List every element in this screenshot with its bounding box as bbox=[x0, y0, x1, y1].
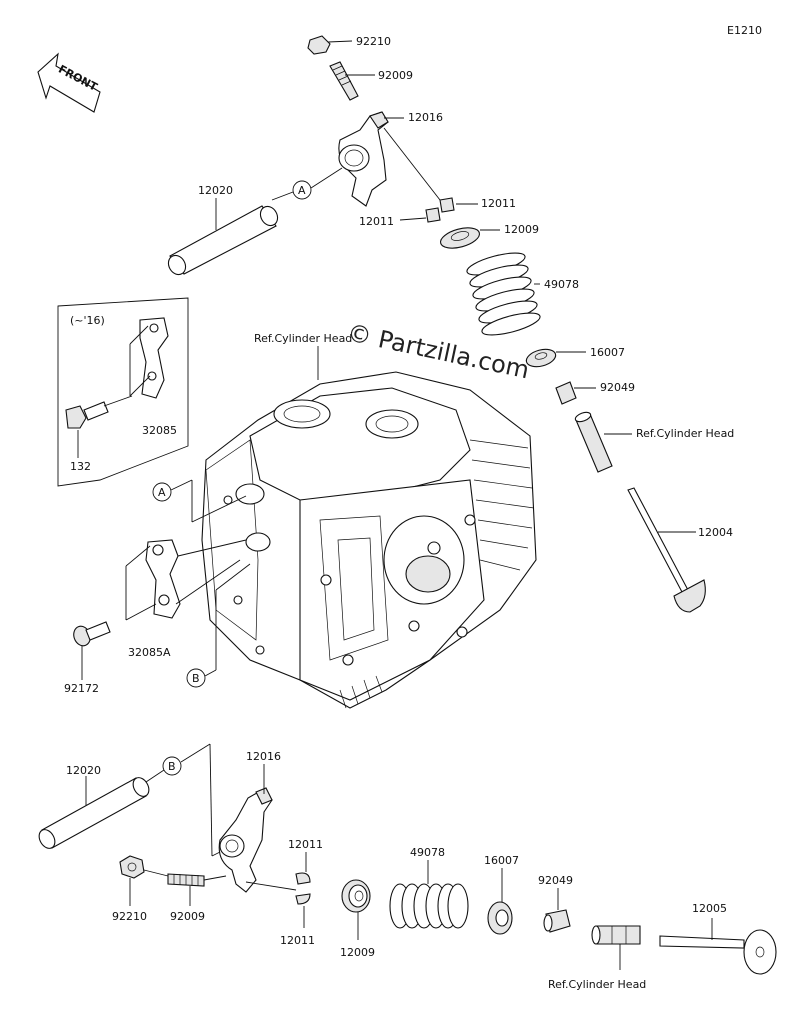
callout-a-mid bbox=[152, 482, 172, 502]
part-label: 32085A bbox=[128, 646, 171, 659]
inset-box bbox=[57, 297, 189, 487]
part-label: 32085 bbox=[142, 424, 177, 437]
part-label: 12020 bbox=[66, 764, 101, 777]
rocker-shaft-12020-bottom bbox=[38, 777, 150, 849]
cylinder-head bbox=[201, 371, 537, 709]
screw-92009-bottom bbox=[167, 873, 205, 887]
keeper-12011-top-left bbox=[425, 207, 441, 223]
part-label: 49078 bbox=[544, 278, 579, 291]
callout-label: A bbox=[158, 486, 166, 499]
spring-seat-16007-bottom bbox=[487, 901, 513, 935]
part-label: 92009 bbox=[378, 69, 413, 82]
valve-guide-top bbox=[574, 411, 613, 473]
ref-label: Ref.Cylinder Head bbox=[636, 427, 734, 440]
callout-label: B bbox=[168, 760, 176, 773]
keeper-12011-top-right bbox=[439, 197, 455, 213]
part-label: 12011 bbox=[359, 215, 394, 228]
part-label: 12011 bbox=[280, 934, 315, 947]
part-label: 16007 bbox=[590, 346, 625, 359]
screw-92172 bbox=[73, 621, 111, 647]
part-label: 92009 bbox=[170, 910, 205, 923]
part-label: 12009 bbox=[340, 946, 375, 959]
part-label: 92049 bbox=[600, 381, 635, 394]
inset-label: (~'16) bbox=[70, 314, 105, 327]
part-label: 12016 bbox=[246, 750, 281, 763]
part-label: 12011 bbox=[288, 838, 323, 851]
screw-92009-top bbox=[329, 61, 359, 101]
part-label: 12011 bbox=[481, 197, 516, 210]
keeper-12011-bottom-upper bbox=[295, 872, 311, 885]
callout-b-bottom bbox=[162, 756, 182, 776]
rocker-arm-12016-bottom bbox=[218, 787, 273, 893]
valve-guide-bottom bbox=[591, 925, 641, 945]
keeper-12011-bottom-lower bbox=[295, 893, 311, 905]
part-label: 12004 bbox=[698, 526, 733, 539]
part-label: 12020 bbox=[198, 184, 233, 197]
part-label: 132 bbox=[70, 460, 91, 473]
valve-seal-92049-bottom bbox=[543, 909, 571, 933]
ref-label: Ref.Cylinder Head bbox=[548, 978, 646, 991]
part-label: 49078 bbox=[410, 846, 445, 859]
nut-92210-bottom bbox=[119, 855, 145, 879]
callout-a-top bbox=[292, 180, 312, 200]
part-label: 92210 bbox=[112, 910, 147, 923]
callout-label: A bbox=[298, 184, 306, 197]
retainer-12009-top bbox=[439, 227, 481, 249]
part-label: 16007 bbox=[484, 854, 519, 867]
part-label: 12016 bbox=[408, 111, 443, 124]
ref-label: Ref.Cylinder Head bbox=[254, 332, 352, 345]
valve-spring-49078-top bbox=[466, 252, 541, 336]
valve-seal-92049-top bbox=[555, 381, 577, 405]
spring-seat-16007-top bbox=[525, 348, 557, 368]
diagram-code: E1210 bbox=[727, 24, 762, 37]
rocker-arm-12016-top bbox=[338, 111, 389, 207]
nut-92210-top bbox=[307, 35, 331, 55]
front-arrow-icon: FRONT bbox=[37, 52, 101, 113]
part-label: 92049 bbox=[538, 874, 573, 887]
callout-label: B bbox=[192, 672, 200, 685]
plate-32085 bbox=[139, 317, 169, 399]
bolt-132 bbox=[65, 401, 109, 429]
valve-spring-49078-bottom bbox=[389, 883, 469, 929]
part-label: 92210 bbox=[356, 35, 391, 48]
part-label: 92172 bbox=[64, 682, 99, 695]
valve-12005 bbox=[659, 929, 777, 975]
valve-12004 bbox=[627, 487, 706, 613]
plate-32085a bbox=[145, 539, 181, 619]
part-label: 12009 bbox=[504, 223, 539, 236]
callout-b-mid bbox=[186, 668, 206, 688]
retainer-12009-bottom bbox=[341, 879, 371, 913]
part-label: 12005 bbox=[692, 902, 727, 915]
rocker-shaft-12020-top bbox=[167, 205, 279, 276]
